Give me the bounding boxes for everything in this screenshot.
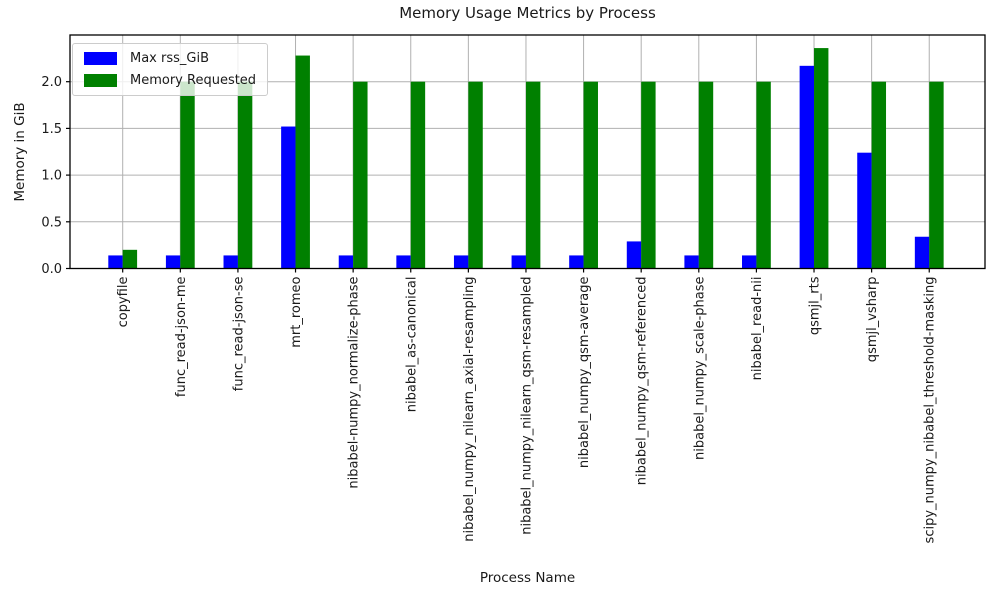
bar-memory-requested: [583, 81, 598, 269]
bar-memory-requested: [525, 81, 541, 269]
x-tick-label: func_read-json-se: [231, 277, 246, 392]
bar-max-rss: [281, 126, 296, 269]
y-tick-label: 2.0: [41, 75, 62, 90]
bar-max-rss: [569, 255, 584, 269]
axes-frame: [69, 34, 986, 270]
x-tick-label: nibabel_numpy_qsm-referenced: [635, 277, 650, 486]
x-tick-label: nibabel_as-canonical: [404, 277, 419, 413]
bar-max-rss: [223, 255, 238, 269]
legend-label-memory-requested: Memory Requested: [130, 73, 257, 88]
x-tick-label: nibabel_numpy_scale-phase: [692, 277, 707, 460]
bar-memory-requested: [295, 55, 310, 269]
bar-memory-requested: [641, 81, 656, 269]
bar-memory-requested: [237, 81, 253, 269]
bar-max-rss: [511, 255, 526, 269]
bar-max-rss: [453, 255, 469, 269]
x-tick-label: qsmjl_vsharp: [865, 277, 880, 363]
bar-memory-requested: [814, 48, 829, 269]
bar-memory-requested: [468, 81, 483, 269]
x-tick-label: mrt_romeo: [289, 276, 304, 347]
chart-title: Memory Usage Metrics by Process: [399, 4, 656, 22]
legend-item-memory-requested: Memory Requested: [84, 73, 256, 88]
legend-swatch-green-icon: [84, 74, 117, 87]
bar-max-rss: [857, 152, 872, 269]
bar-max-rss: [108, 255, 123, 269]
y-axis-label: Memory in GiB: [12, 102, 28, 202]
bar-memory-requested: [871, 81, 887, 269]
legend: Max rss_GiB Memory Requested: [72, 43, 269, 96]
bar-max-rss: [165, 255, 181, 269]
bar-memory-requested: [756, 81, 771, 269]
x-tick-label: scipy_numpy_nibabel_threshold-masking: [923, 277, 938, 544]
legend-label-max-rss: Max rss_GiB: [130, 51, 210, 66]
bar-memory-requested: [353, 81, 368, 269]
bar-max-rss: [914, 236, 930, 269]
x-tick-label: copyfile: [116, 277, 131, 328]
x-tick-label: func_read-json-me: [174, 277, 189, 398]
x-tick-label: nibabel_numpy_qsm-average: [577, 277, 592, 469]
x-tick-label: nibabel_read-nii: [750, 277, 765, 381]
y-tick-label: 1.5: [41, 122, 62, 137]
x-tick-label: nibabel-numpy_normalize-phase: [347, 277, 362, 489]
bar-max-rss: [626, 241, 642, 269]
y-tick-label: 1.0: [41, 169, 62, 184]
bar-memory-requested: [122, 249, 138, 269]
legend-swatch-blue-icon: [84, 52, 117, 65]
bar-max-rss: [742, 255, 757, 269]
bar-memory-requested: [180, 81, 195, 269]
bar-max-rss: [338, 255, 354, 269]
x-axis-label: Process Name: [479, 570, 576, 586]
x-tick-label: nibabel_numpy_nilearn_axial-resampling: [462, 277, 477, 542]
bar-max-rss: [684, 255, 699, 269]
y-tick-label: 0.0: [41, 262, 62, 277]
bar-memory-requested: [410, 81, 426, 269]
y-tick-label: 0.5: [41, 215, 62, 230]
bar-max-rss: [799, 65, 815, 269]
bar-max-rss: [396, 255, 411, 269]
bar-memory-requested: [929, 81, 944, 269]
x-tick-label: nibabel_numpy_nilearn_qsm-resampled: [519, 277, 534, 535]
x-tick-label: qsmjl_rts: [808, 276, 823, 335]
bar-memory-requested: [698, 81, 714, 269]
legend-item-max-rss: Max rss_GiB: [84, 51, 256, 66]
